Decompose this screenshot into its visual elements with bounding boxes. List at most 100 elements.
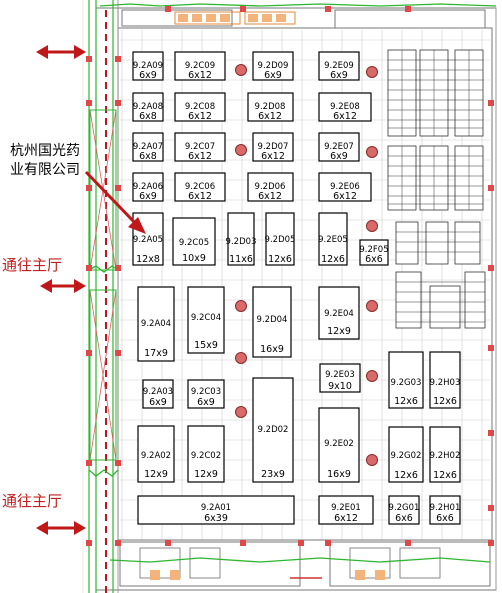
booth-size: 12x6: [268, 254, 292, 265]
booth-9-2e05[interactable]: 9.2E05 12x6: [318, 212, 348, 266]
hydrant-icon: [366, 454, 378, 466]
stall-racks: [387, 49, 486, 329]
booth-size: 6x9: [330, 151, 348, 162]
booth-9-2e07[interactable]: 9.2E07 6x9: [318, 132, 360, 162]
exit-arrow-icon: [36, 45, 86, 59]
booth-id: 9.2E01: [331, 503, 361, 513]
booth-9-2f05[interactable]: 9.2F05 6x6: [359, 239, 389, 266]
booth-9-2c07[interactable]: 9.2C07 6x12: [174, 132, 226, 162]
booth-size: 6x8: [139, 111, 157, 122]
booth-size: 11x6: [229, 254, 253, 265]
booth-size: 6x6: [395, 513, 413, 524]
booth-id: 9.2E05: [318, 235, 348, 245]
booth-9-2h02[interactable]: 9.2H02 12x6: [429, 426, 461, 483]
fire-hydrants: [235, 64, 378, 466]
exit-label: 通往主厅: [2, 256, 62, 274]
booth-id: 9.2E04: [324, 309, 354, 319]
booth-size: 6x9: [197, 397, 215, 408]
hydrant-icon: [235, 352, 247, 364]
booth-9-2d07[interactable]: 9.2D07 6x12: [252, 132, 294, 162]
booth-id: 9.2A06: [133, 182, 163, 192]
hydrant-icon: [235, 300, 247, 312]
booth-size: 6x9: [149, 397, 167, 408]
booth-9-2a03[interactable]: 9.2A03 6x9: [142, 379, 174, 409]
hydrant-icon: [366, 66, 378, 78]
booth-id: 9.2D02: [258, 425, 289, 435]
exit-arrow-icon: [40, 279, 86, 293]
booth-id: 9.2A03: [143, 387, 173, 397]
booth-9-2a02[interactable]: 9.2A02 12x9: [137, 425, 175, 483]
booth-9-2a04[interactable]: 9.2A04 17x9: [137, 286, 175, 362]
booth-size: 6x12: [258, 191, 282, 202]
booth-9-2e08[interactable]: 9.2E08 6x12: [318, 92, 372, 122]
booth-9-2c03[interactable]: 9.2C03 6x9: [187, 379, 225, 409]
booth-9-2e03[interactable]: 9.2E03 9x10: [319, 363, 361, 393]
booth-size: 6x12: [188, 151, 212, 162]
booth-id: 9.2G02: [391, 451, 422, 461]
booth-9-2d05[interactable]: 9.2D05 12x6: [265, 212, 296, 266]
booth-id: 9.2A08: [133, 102, 163, 112]
hydrant-icon: [366, 300, 378, 312]
booth-9-2d09[interactable]: 9.2D09 6x9: [252, 51, 294, 81]
booth-id: 9.2A07: [133, 142, 163, 152]
company-label-line1: 杭州国光药: [10, 143, 80, 159]
booth-9-2e09[interactable]: 9.2E09 6x9: [318, 51, 360, 81]
booth-size: 10x9: [182, 253, 206, 264]
booth-9-2c02[interactable]: 9.2C02 12x9: [187, 425, 225, 483]
booth-9-2e06[interactable]: 9.2E06 6x12: [318, 172, 372, 202]
booth-size: 6x12: [188, 111, 212, 122]
booth-9-2g02[interactable]: 9.2G02 12x6: [388, 426, 424, 483]
booth-size: 6x9: [330, 70, 348, 81]
booth-9-2e04[interactable]: 9.2E04 12x9: [318, 286, 360, 340]
booth-9-2g03[interactable]: 9.2G03 12x6: [388, 351, 424, 409]
booth-size: 6x9: [264, 70, 282, 81]
booth-id: 9.2G01: [389, 503, 420, 513]
booth-id: 9.2D05: [265, 235, 296, 245]
booth-9-2e02[interactable]: 9.2E02 16x9: [318, 407, 360, 483]
booth-size: 6x12: [333, 111, 357, 122]
booth-9-2d02[interactable]: 9.2D02 23x9: [252, 377, 294, 483]
booth-size: 12x6: [433, 396, 457, 407]
booth-9-2e01[interactable]: 9.2E01 6x12: [318, 495, 374, 525]
booth-size: 16x9: [260, 344, 284, 355]
booth-id: 9.2A04: [141, 319, 171, 329]
booth-9-2d03[interactable]: 9.2D03 11x6: [226, 212, 257, 266]
booth-9-2h01[interactable]: 9.2H01 6x6: [429, 495, 461, 525]
booth-9-2c06[interactable]: 9.2C06 6x12: [174, 172, 226, 202]
booth-id: 9.2H03: [430, 378, 461, 388]
hydrant-icon: [235, 64, 247, 76]
structural-columns: [165, 6, 494, 546]
booth-id: 9.2A05: [133, 235, 163, 245]
booth-9-2a07[interactable]: 9.2A07 6x8: [132, 132, 164, 162]
callout-arrow-icon: [84, 170, 146, 234]
booth-size: 6x12: [258, 111, 282, 122]
booth-9-2c05[interactable]: 9.2C05 10x9: [172, 217, 216, 266]
booth-size: 12x6: [394, 396, 418, 407]
booth-size: 23x9: [261, 469, 285, 480]
booth-id: 9.2C07: [185, 142, 215, 152]
company-label-line2: 业有限公司: [10, 162, 80, 178]
booth-size: 12x8: [136, 254, 160, 265]
booth-9-2c09[interactable]: 9.2C09 6x12: [174, 51, 226, 81]
booth-size: 6x12: [334, 513, 358, 524]
booth-9-2a06[interactable]: 9.2A06 6x9: [132, 172, 164, 202]
booth-size: 16x9: [327, 469, 351, 480]
booth-9-2d06[interactable]: 9.2D06 6x12: [247, 172, 294, 202]
booth-id: 9.2E07: [324, 142, 354, 152]
booth-9-2c04[interactable]: 9.2C04 15x9: [187, 286, 225, 354]
booth-size: 12x9: [144, 469, 168, 480]
booth-size: 15x9: [194, 340, 218, 351]
booth-id: 9.2A02: [141, 451, 171, 461]
booth-9-2a08[interactable]: 9.2A08 6x8: [132, 92, 164, 122]
booth-id: 9.2D08: [255, 102, 286, 112]
booth-9-2h03[interactable]: 9.2H03 12x6: [429, 351, 461, 409]
booth-id: 9.2E08: [330, 102, 360, 112]
booth-9-2d04[interactable]: 9.2D04 16x9: [252, 286, 292, 358]
booth-9-2c08[interactable]: 9.2C08 6x12: [174, 92, 226, 122]
booth-9-2g01[interactable]: 9.2G01 6x6: [388, 495, 420, 525]
booth-9-2a01[interactable]: 9.2A01 6x39: [137, 495, 295, 525]
hydrant-icon: [366, 220, 378, 232]
booth-9-2d08[interactable]: 9.2D08 6x12: [247, 92, 294, 122]
booth-9-2a09[interactable]: 9.2A09 6x9: [132, 51, 164, 81]
